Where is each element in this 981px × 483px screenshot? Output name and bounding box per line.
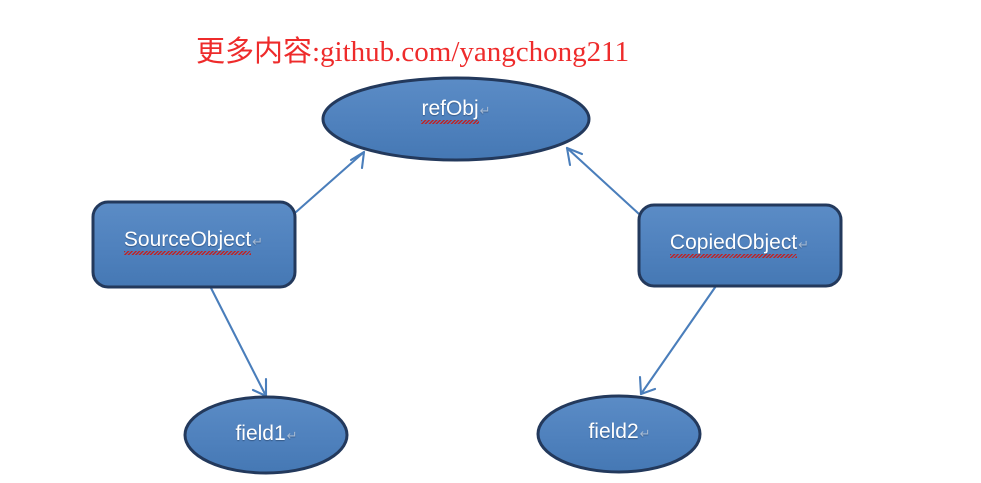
edge-source-to-field1 <box>209 286 268 398</box>
pilcrow-sourceobject: ↵ <box>252 234 264 249</box>
node-label-refobj: refObj ↵ <box>322 97 590 124</box>
node-label-field1-text: field1 <box>235 422 286 445</box>
pilcrow-field2: ↵ <box>639 426 651 441</box>
node-label-refobj-text: refObj <box>421 97 479 120</box>
node-label-field2-text: field2 <box>588 420 639 443</box>
node-label-copiedobject-text: CopiedObject <box>669 231 798 254</box>
node-copiedobject[interactable] <box>637 203 843 288</box>
node-field2[interactable] <box>536 394 702 474</box>
pilcrow-field1: ↵ <box>286 428 298 443</box>
node-label-field1: field1 ↵ <box>185 423 348 446</box>
spellcheck-underline-sourceobject <box>123 251 252 255</box>
node-sourceobject[interactable] <box>91 200 297 289</box>
edge-source-to-refobj <box>294 150 366 214</box>
spellcheck-underline-copiedobject <box>669 254 798 258</box>
node-label-sourceobject-text: SourceObject <box>123 228 252 251</box>
spellcheck-underline-refobj <box>421 120 479 124</box>
node-label-field2: field2 ↵ <box>538 421 701 444</box>
pilcrow-copiedobject: ↵ <box>798 237 810 252</box>
edge-copied-to-field2 <box>638 284 718 396</box>
pilcrow-refobj: ↵ <box>479 103 491 118</box>
node-label-sourceobject: SourceObject ↵ <box>92 228 295 255</box>
node-label-copiedobject: CopiedObject ↵ <box>638 231 841 258</box>
node-refobj[interactable] <box>321 76 591 162</box>
node-layer <box>91 76 843 475</box>
watermark-text: 更多内容:github.com/yangchong211 <box>196 36 630 68</box>
node-field1[interactable] <box>183 395 349 475</box>
edge-copied-to-refobj <box>565 146 641 216</box>
edge-layer <box>209 146 718 398</box>
